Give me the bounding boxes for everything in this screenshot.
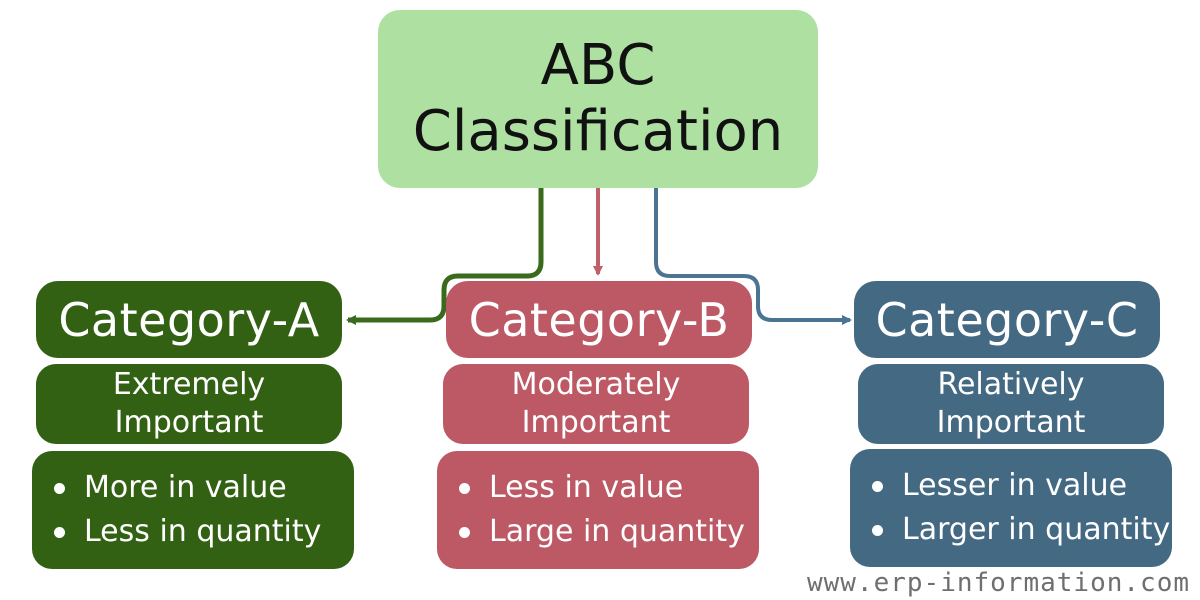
category-c-traits: Lesser in value Larger in quantity — [850, 449, 1172, 567]
category-b-bullet: Less in value — [457, 466, 745, 510]
category-a-importance-line-2: Important — [114, 405, 264, 440]
category-c-bullet: Larger in quantity — [870, 508, 1170, 552]
category-b-title: Category-B — [446, 281, 752, 358]
category-a-bullet: Less in quantity — [52, 510, 321, 554]
category-a-traits: More in value Less in quantity — [32, 451, 354, 569]
root-node: ABC Classification — [378, 10, 818, 188]
category-c-bullet: Lesser in value — [870, 464, 1170, 508]
category-b-importance: Moderately Important — [443, 364, 749, 444]
category-c-bullet-list: Lesser in value Larger in quantity — [870, 464, 1170, 552]
category-a-bullet-list: More in value Less in quantity — [52, 466, 321, 554]
category-a-importance-line-1: Extremely — [112, 367, 266, 402]
category-a-importance: Extremely Important — [36, 364, 342, 444]
category-b-importance-line-1: Moderately — [511, 367, 681, 402]
root-line-2: Classification — [412, 99, 784, 164]
category-a-bullet: More in value — [52, 466, 321, 510]
root-line-1: ABC — [540, 33, 656, 98]
category-c-importance: Relatively Important — [858, 364, 1164, 444]
category-c-importance-line-1: Relatively — [937, 367, 1085, 402]
category-b-importance-line-2: Important — [521, 405, 671, 440]
watermark-url: www.erp-information.com — [806, 568, 1190, 598]
category-b-bullet-list: Less in value Large in quantity — [457, 466, 745, 554]
category-b-traits: Less in value Large in quantity — [437, 451, 759, 569]
category-c-title: Category-C — [854, 281, 1160, 358]
category-c-importance-line-2: Important — [936, 405, 1086, 440]
connector-a — [346, 188, 544, 325]
category-a-title: Category-A — [36, 281, 342, 358]
connector-c — [654, 188, 852, 325]
category-b-bullet: Large in quantity — [457, 510, 745, 554]
